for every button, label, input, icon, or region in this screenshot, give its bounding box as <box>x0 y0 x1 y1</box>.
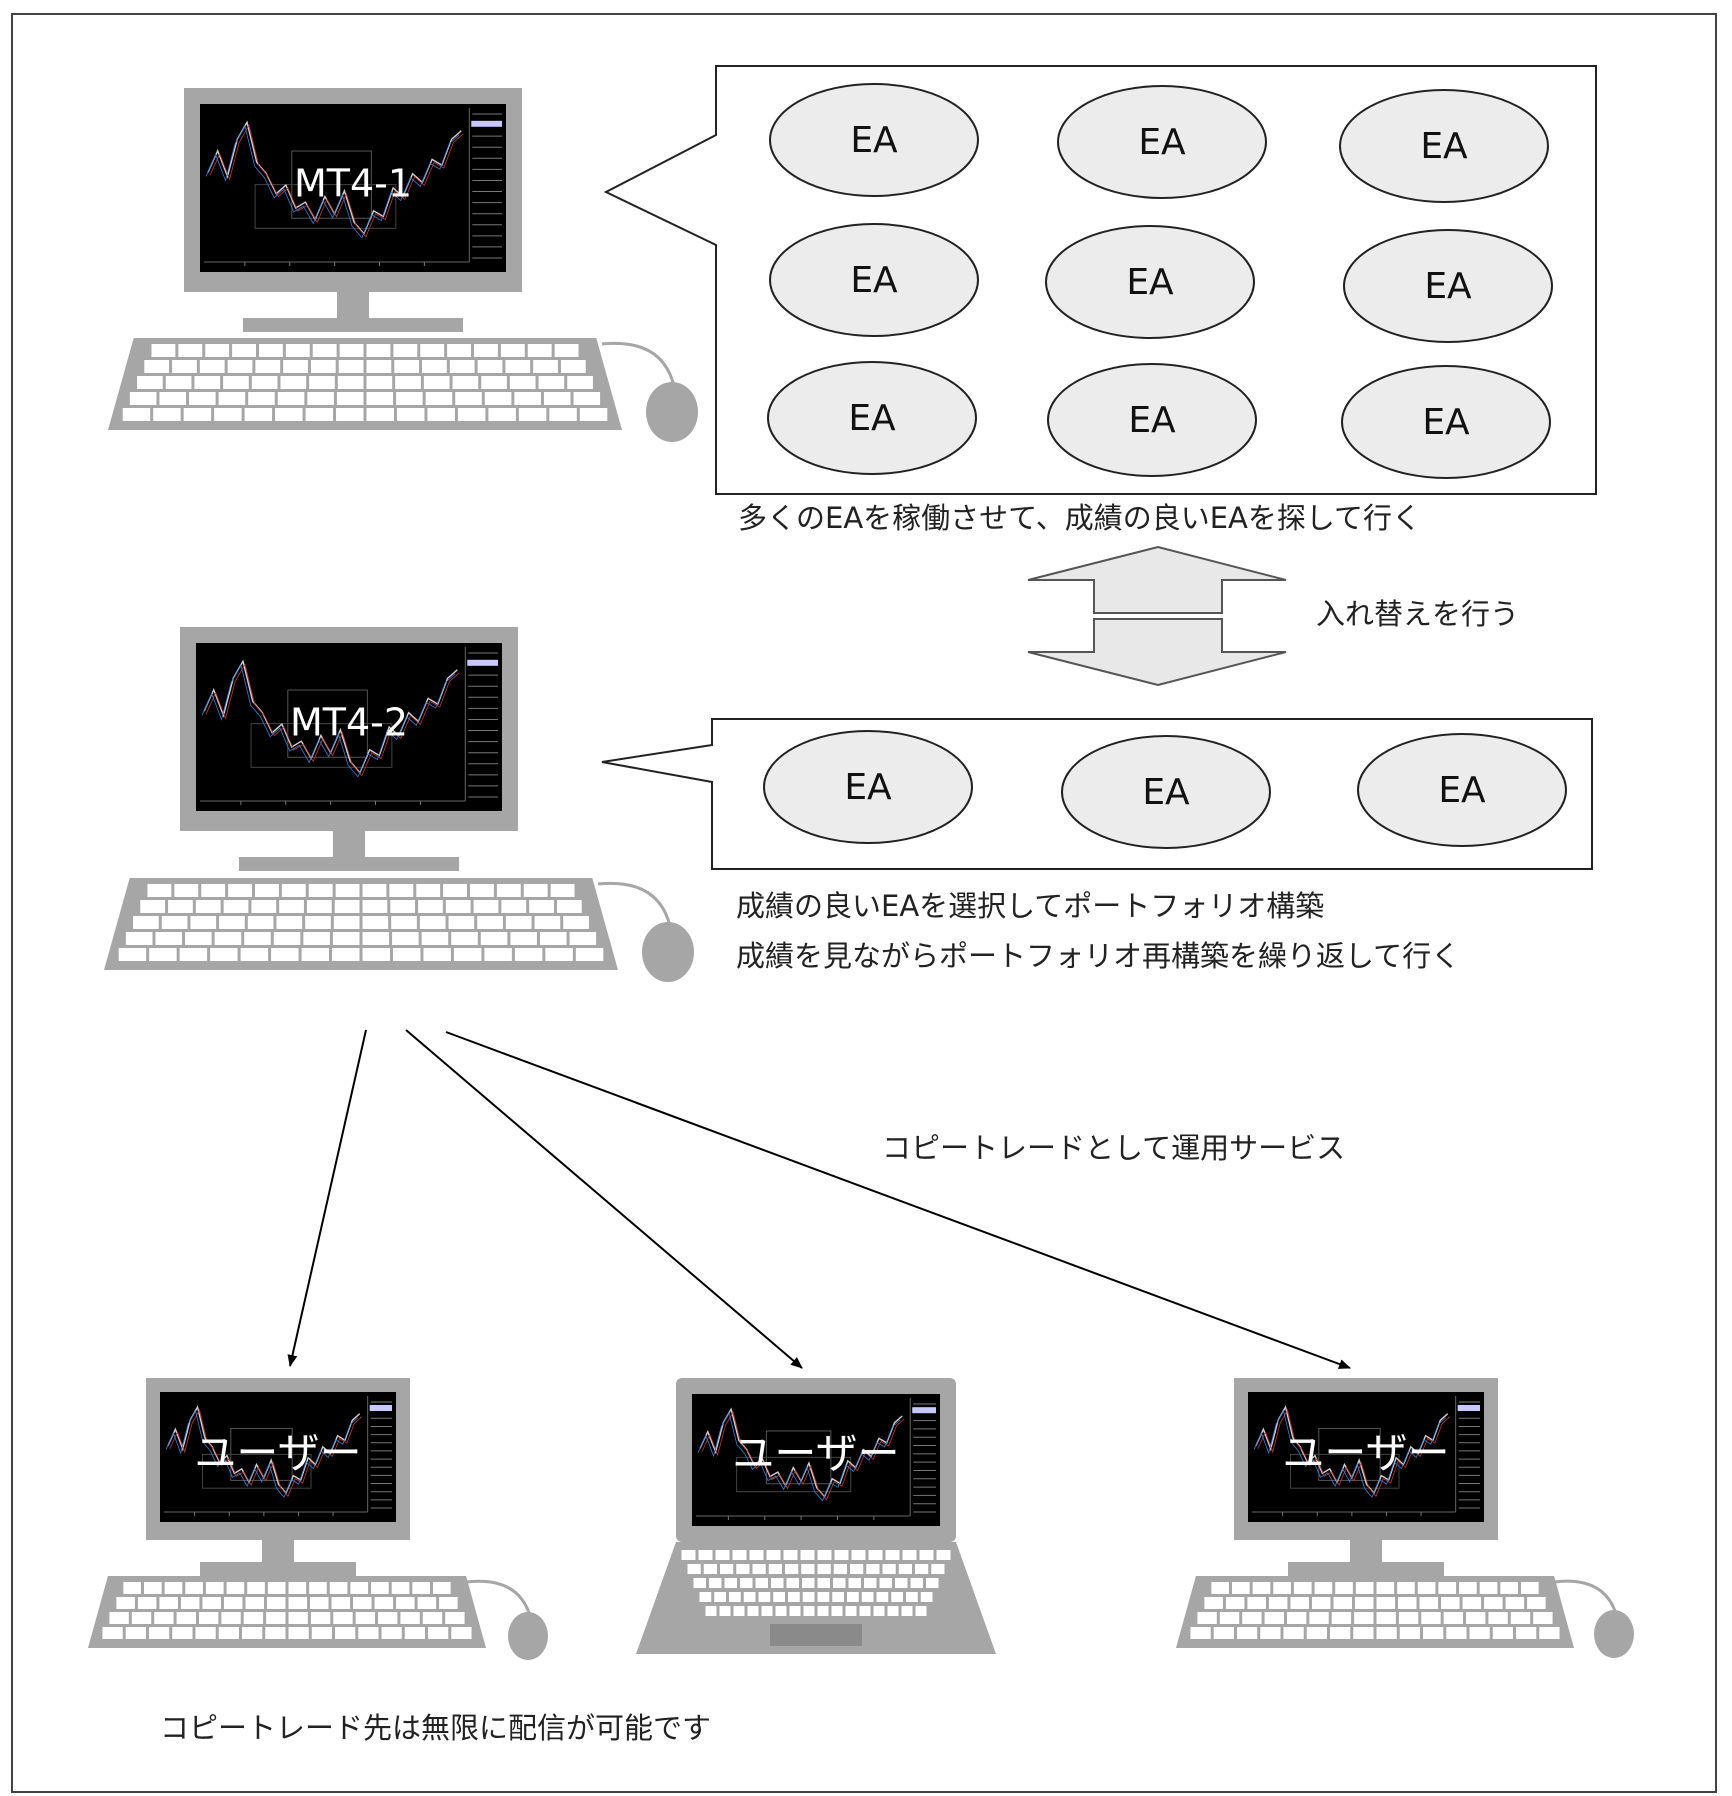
computer-mt4-2: MT4-2 <box>104 627 694 982</box>
ea-label: EA <box>1128 400 1176 441</box>
copy-arrow-user-3 <box>445 1031 1351 1369</box>
ea-label: EA <box>848 398 896 439</box>
ea-label: EA <box>1126 262 1174 303</box>
ea-ellipse-5 <box>1045 225 1255 339</box>
ea-grid-mt4-1: EA EA EA EA EA EA EA EA EA <box>767 83 1553 479</box>
caption-portfolio-line2: 成績を見ながらポートフォリオ再構築を繰り返して行く <box>736 939 1460 973</box>
ea-label: EA <box>844 767 892 808</box>
copy-arrow-user-1 <box>287 1029 367 1367</box>
ea-ellipse-11 <box>1061 735 1271 849</box>
ea-ellipse-1 <box>769 83 979 197</box>
ea-ellipse-10 <box>763 730 973 844</box>
ea-label: EA <box>1138 122 1186 163</box>
caption-swap: 入れ替えを行う <box>1316 597 1519 631</box>
ea-ellipse-2 <box>1057 85 1267 199</box>
swap-arrow-down <box>1027 618 1287 687</box>
user-2-label: ユーザー <box>732 1429 899 1478</box>
ea-label: EA <box>1438 770 1486 811</box>
copy-arrow-user-2 <box>405 1029 803 1369</box>
ea-label: EA <box>850 260 898 301</box>
ea-label: EA <box>850 120 898 161</box>
ea-label: EA <box>1142 772 1190 813</box>
caption-many-ea: 多くのEAを稼働させて、成績の良いEAを探して行く <box>738 501 1421 535</box>
computer-user-2: ユーザー <box>636 1378 996 1654</box>
user-1-label: ユーザー <box>194 1428 361 1477</box>
user-3-label: ユーザー <box>1282 1428 1449 1477</box>
mt4-2-label: MT4-2 <box>290 700 408 744</box>
mouse <box>1594 1610 1634 1658</box>
ea-grid-mt4-2: EA EA EA <box>763 730 1567 849</box>
ea-ellipse-3 <box>1339 89 1549 203</box>
ea-label: EA <box>1424 266 1472 307</box>
caption-unlimited: コピートレード先は無限に配信が可能です <box>160 1711 711 1745</box>
mouse <box>508 1612 548 1660</box>
computer-user-3: ユーザー <box>1176 1378 1634 1658</box>
caption-copy-trade: コピートレードとして運用サービス <box>882 1131 1345 1165</box>
ea-ellipse-8 <box>1047 363 1257 477</box>
ea-ellipse-4 <box>769 223 979 337</box>
ea-label: EA <box>1420 126 1468 167</box>
computer-mt4-1: MT4-1 <box>108 88 698 442</box>
ea-ellipse-12 <box>1357 733 1567 847</box>
computer-user-1: ユーザー <box>88 1378 548 1660</box>
ea-ellipse-9 <box>1341 365 1551 479</box>
caption-portfolio-line1: 成績の良いEAを選択してポートフォリオ構築 <box>736 889 1324 923</box>
mouse <box>646 382 698 442</box>
ea-label: EA <box>1422 402 1470 443</box>
mt4-1-label: MT4-1 <box>294 161 412 205</box>
ea-ellipse-6 <box>1343 229 1553 343</box>
mouse <box>642 922 694 982</box>
ea-ellipse-7 <box>767 361 977 475</box>
swap-arrow-up <box>1027 545 1287 614</box>
